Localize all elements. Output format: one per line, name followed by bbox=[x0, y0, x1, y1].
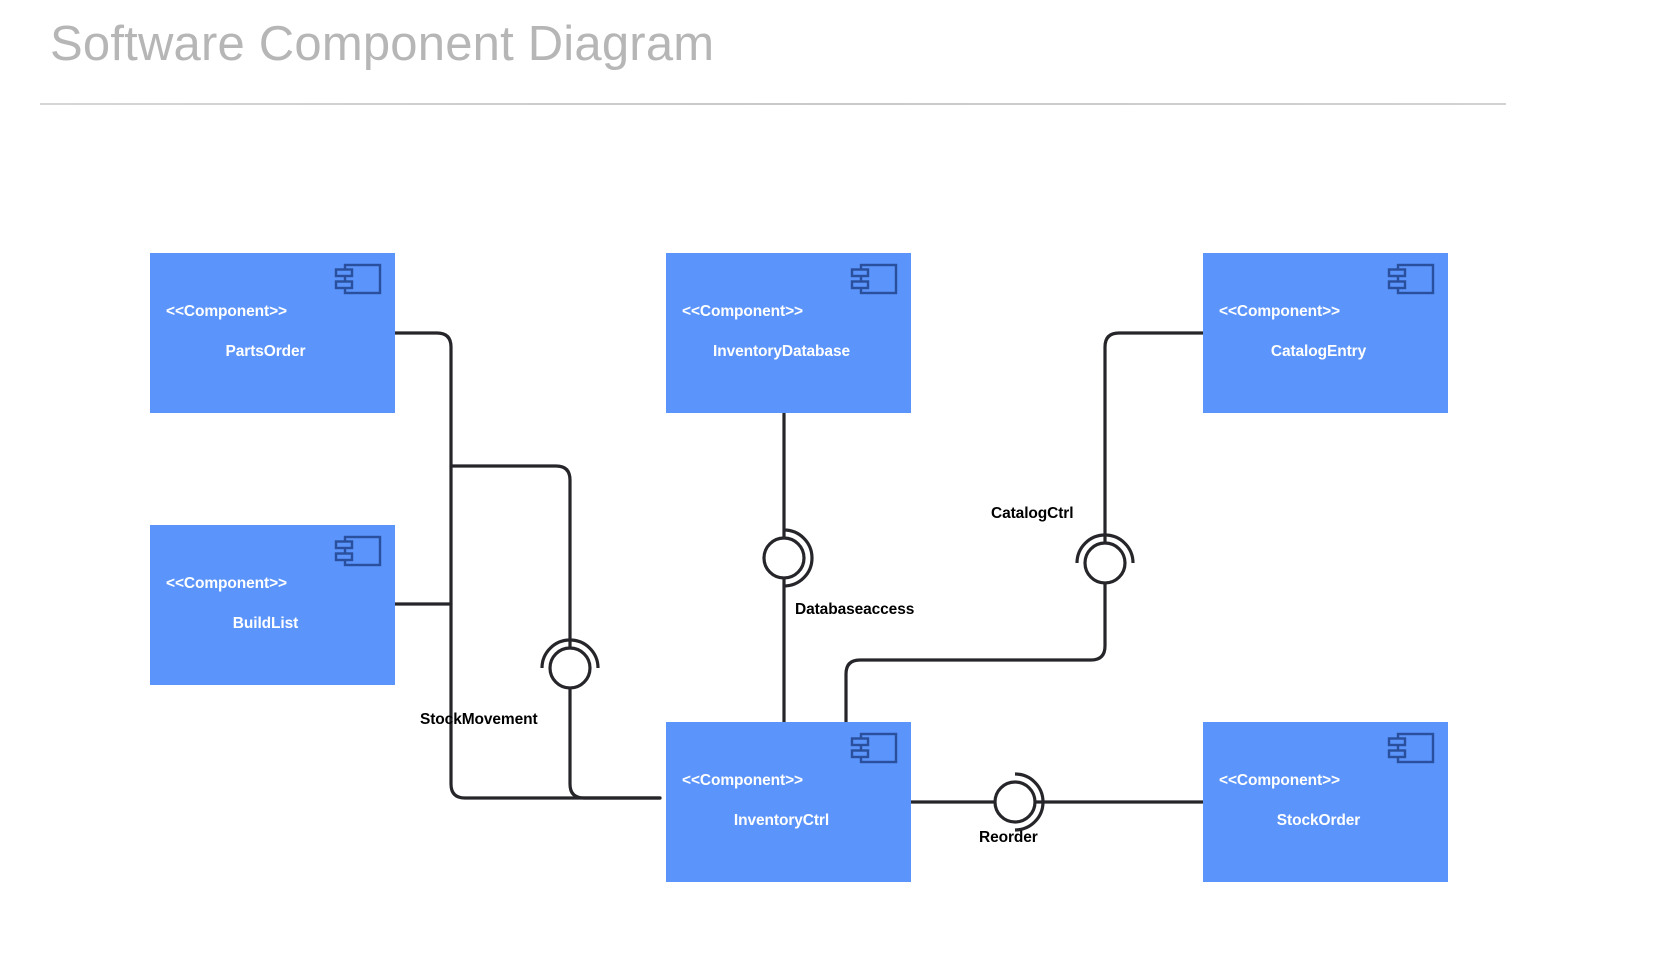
component-stereotype: <<Component>> bbox=[1219, 772, 1341, 789]
interface-symbol-databaseaccess bbox=[762, 528, 814, 588]
component-stereotype: <<Component>> bbox=[682, 772, 804, 789]
interface-label-databaseaccess: Databaseaccess bbox=[795, 601, 915, 618]
component-catalog-entry[interactable]: <<Component>> CatalogEntry bbox=[1203, 253, 1448, 413]
uml-component-icon bbox=[334, 535, 382, 567]
uml-component-icon bbox=[1387, 263, 1435, 295]
uml-component-icon bbox=[850, 732, 898, 764]
interface-symbol-stock-movement bbox=[540, 638, 600, 690]
connector-trunk-to-stockmovement bbox=[449, 464, 572, 650]
component-name: CatalogEntry bbox=[1270, 343, 1367, 360]
component-name: InventoryDatabase bbox=[713, 343, 850, 360]
interface-label-reorder: Reorder bbox=[979, 829, 1038, 846]
component-stereotype: <<Component>> bbox=[166, 303, 288, 320]
component-name: InventoryCtrl bbox=[733, 812, 830, 829]
component-inventory-ctrl[interactable]: <<Component>> InventoryCtrl bbox=[666, 722, 911, 882]
connector-catalogctrl-inventoryctrl bbox=[844, 581, 1107, 724]
interface-label-catalog-ctrl: CatalogCtrl bbox=[991, 505, 1074, 522]
interface-label-stock-movement: StockMovement bbox=[420, 711, 538, 728]
uml-component-icon bbox=[1387, 732, 1435, 764]
connector-partsorder-stockmovement bbox=[393, 331, 662, 800]
component-name: BuildList bbox=[232, 615, 299, 632]
component-name: StockOrder bbox=[1276, 812, 1361, 829]
component-parts-order[interactable]: <<Component>> PartsOrder bbox=[150, 253, 395, 413]
uml-component-icon bbox=[334, 263, 382, 295]
component-stereotype: <<Component>> bbox=[1219, 303, 1341, 320]
connector-stockmovement-down bbox=[568, 686, 662, 800]
component-inventory-database[interactable]: <<Component>> InventoryDatabase bbox=[666, 253, 911, 413]
component-build-list[interactable]: <<Component>> BuildList bbox=[150, 525, 395, 685]
component-stereotype: <<Component>> bbox=[166, 575, 288, 592]
page-title: Software Component Diagram bbox=[50, 17, 715, 71]
uml-component-icon bbox=[850, 263, 898, 295]
connector-catalogentry-catalogctrl bbox=[1103, 331, 1205, 545]
component-stereotype: <<Component>> bbox=[682, 303, 804, 320]
component-name: PartsOrder bbox=[225, 343, 306, 360]
title-divider bbox=[40, 103, 1506, 105]
interface-symbol-catalog-ctrl bbox=[1075, 533, 1135, 585]
component-stock-order[interactable]: <<Component>> StockOrder bbox=[1203, 722, 1448, 882]
interface-symbol-reorder bbox=[993, 772, 1045, 832]
